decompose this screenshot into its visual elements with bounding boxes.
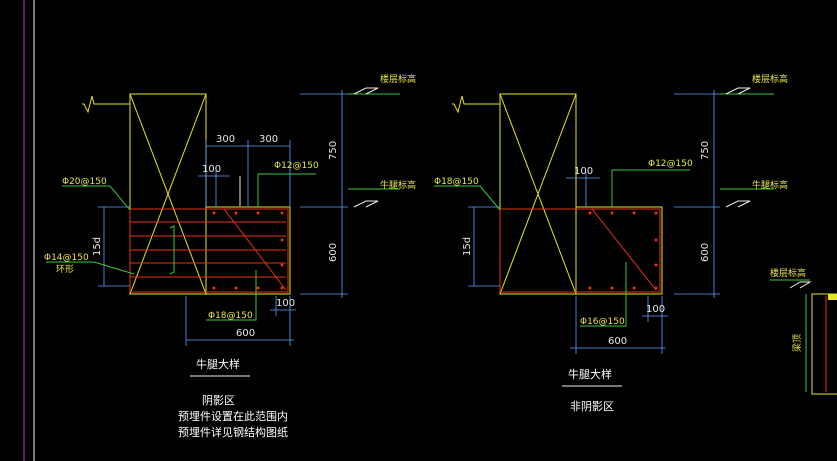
label-phi12: Φ12@150 [274, 161, 319, 171]
dimensions-left [98, 90, 348, 346]
elev-corbel: 牛腿标高 [380, 179, 416, 191]
corbel-outline [575, 206, 663, 295]
label-ring: 环形 [56, 263, 74, 275]
dim-600-bottom: 600 [236, 328, 255, 339]
dim-750: 750 [328, 141, 339, 160]
label-phi14: Φ14@150 [44, 253, 89, 263]
dim-15d: 15d [462, 237, 473, 256]
drawing-frame [23, 0, 35, 461]
dimensions-right [468, 90, 720, 354]
dim-100-bottom: 100 [276, 298, 295, 309]
caption-line1: 阴影区 [202, 394, 235, 407]
label-phi12: Φ12@150 [648, 159, 693, 169]
rebar-cage [129, 208, 289, 293]
column-cross-b [499, 93, 577, 295]
corbel-detail-left[interactable]: 300 300 100 750 600 15d 100 600 Φ12@150 … [44, 73, 416, 439]
break-line [82, 95, 130, 114]
elev-floor: 楼层标高 [380, 73, 416, 85]
label-phi18: Φ18@150 [434, 177, 479, 187]
corbel-detail-right[interactable]: 100 750 600 15d 100 600 Φ12@150 Φ18@150 … [434, 73, 788, 413]
label-phi18: Φ18@150 [208, 311, 253, 321]
dim-15d: 15d [92, 237, 103, 256]
dim-300-a: 300 [216, 134, 235, 145]
dim-100-bottom: 100 [646, 304, 665, 315]
column-outline [499, 93, 577, 295]
rebar-cage [499, 208, 661, 293]
dim-600-right: 600 [328, 243, 339, 262]
caption-line3: 预埋件详见钢结构图纸 [178, 425, 288, 439]
dim-750: 750 [700, 141, 711, 160]
partial-detail[interactable]: 楼层标高 梁顶 [770, 267, 837, 395]
column-cross-b [129, 93, 207, 295]
leaders-right [434, 87, 774, 327]
label-phi20: Φ20@150 [62, 177, 107, 187]
caption-title: 牛腿大样 [568, 367, 612, 381]
dim-100-top: 100 [574, 166, 593, 177]
caption-title: 牛腿大样 [196, 357, 240, 371]
caption-line2: 预埋件设置在此范围内 [178, 409, 288, 423]
dim-100-top: 100 [202, 164, 221, 175]
elev-floor: 楼层标高 [770, 267, 806, 279]
break-line [452, 95, 500, 114]
dim-600-bottom: 600 [608, 336, 627, 347]
leaders-left [46, 87, 400, 321]
side-text: 梁顶 [791, 334, 803, 352]
caption-line1: 非阴影区 [570, 400, 614, 413]
elev-floor: 楼层标高 [752, 73, 788, 85]
dim-600-right: 600 [700, 243, 711, 262]
embed-plate [169, 225, 175, 275]
beam-outline [811, 293, 837, 395]
label-phi16: Φ16@150 [580, 317, 625, 327]
dim-300-b: 300 [259, 134, 278, 145]
elev-corbel: 牛腿标高 [752, 179, 788, 191]
